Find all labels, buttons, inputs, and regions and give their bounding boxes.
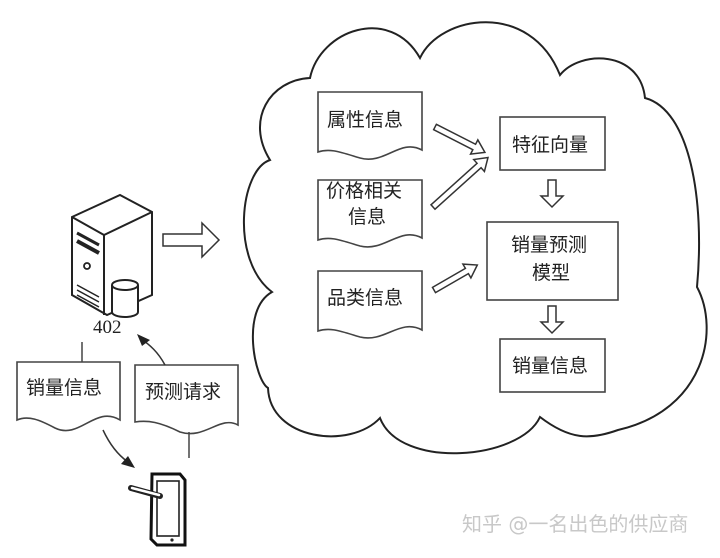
doc-attribute-info bbox=[317, 91, 423, 160]
box-feature-vector bbox=[499, 116, 606, 171]
doc-category-info-text: 品类信息 bbox=[327, 287, 403, 309]
box-sales-model-text-2: 模型 bbox=[532, 262, 570, 284]
box-sales-output-text: 销量信息 bbox=[512, 355, 588, 377]
server-label: 402 bbox=[93, 317, 122, 338]
arrow-category-to-model bbox=[431, 263, 479, 294]
doc-price-info-text-2: 信息 bbox=[348, 206, 386, 228]
doc-sales-info-text: 销量信息 bbox=[26, 377, 102, 399]
box-sales-model-text-1: 销量预测 bbox=[511, 234, 587, 256]
watermark: 知乎 @一名出色的供应商 bbox=[462, 512, 688, 536]
arrow-feature-to-model bbox=[539, 179, 565, 209]
arrow-server-to-cloud bbox=[162, 221, 221, 259]
box-feature-vector-text: 特征向量 bbox=[512, 134, 588, 156]
stylus-icon bbox=[128, 485, 163, 499]
box-sales-model bbox=[486, 221, 619, 301]
arrow-price-to-feature bbox=[429, 156, 489, 211]
doc-price-info-text-1: 价格相关 bbox=[326, 180, 402, 202]
tablet-icon bbox=[149, 472, 187, 547]
arrowhead-request-to-server bbox=[137, 334, 150, 346]
arrow-sales-info-to-tablet bbox=[102, 429, 129, 463]
arrowhead-sales-info-to-tablet bbox=[121, 456, 135, 468]
doc-prediction-request-text: 预测请求 bbox=[145, 381, 221, 403]
box-sales-output bbox=[499, 338, 606, 393]
arrow-model-to-output bbox=[539, 305, 565, 335]
database-icon bbox=[111, 279, 139, 318]
doc-prediction-request bbox=[134, 364, 239, 435]
doc-sales-info bbox=[16, 361, 121, 432]
arrow-attribute-to-feature bbox=[432, 123, 487, 156]
doc-attribute-info-text: 属性信息 bbox=[327, 109, 403, 131]
doc-category-info bbox=[317, 270, 423, 339]
doc-price-info bbox=[317, 179, 423, 248]
cloud-shape bbox=[243, 21, 708, 455]
